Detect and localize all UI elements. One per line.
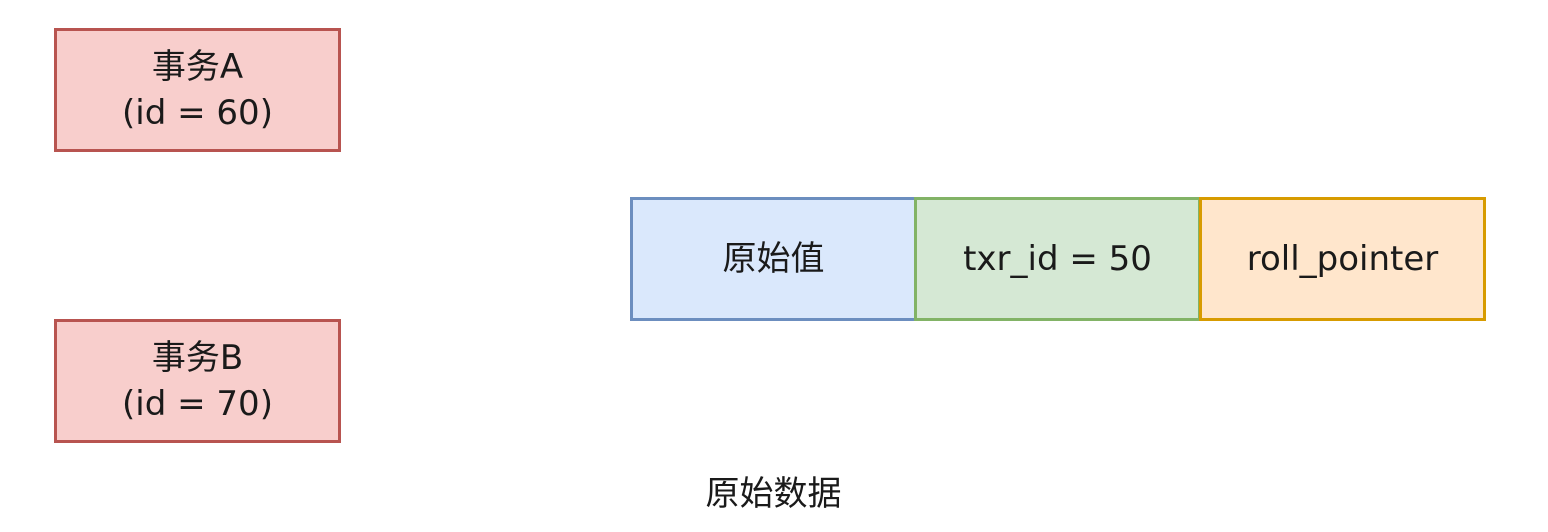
transaction-b-name: 事务B xyxy=(151,338,244,378)
transaction-a-box: 事务A (id = 60) xyxy=(54,28,341,152)
record-original-value-cell: 原始值 xyxy=(630,197,917,321)
record-roll-pointer-label: roll_pointer xyxy=(1246,239,1439,279)
transaction-a-name: 事务A xyxy=(151,47,244,87)
transaction-b-id: (id = 70) xyxy=(122,384,273,424)
record-caption: 原始数据 xyxy=(705,474,842,514)
record-txr-id-label: txr_id = 50 xyxy=(963,239,1152,279)
record-roll-pointer-cell: roll_pointer xyxy=(1199,197,1486,321)
transaction-a-id: (id = 60) xyxy=(122,93,273,133)
transaction-b-box: 事务B (id = 70) xyxy=(54,319,341,443)
record-txr-id-cell: txr_id = 50 xyxy=(914,197,1201,321)
record-original-value-label: 原始值 xyxy=(722,239,825,279)
